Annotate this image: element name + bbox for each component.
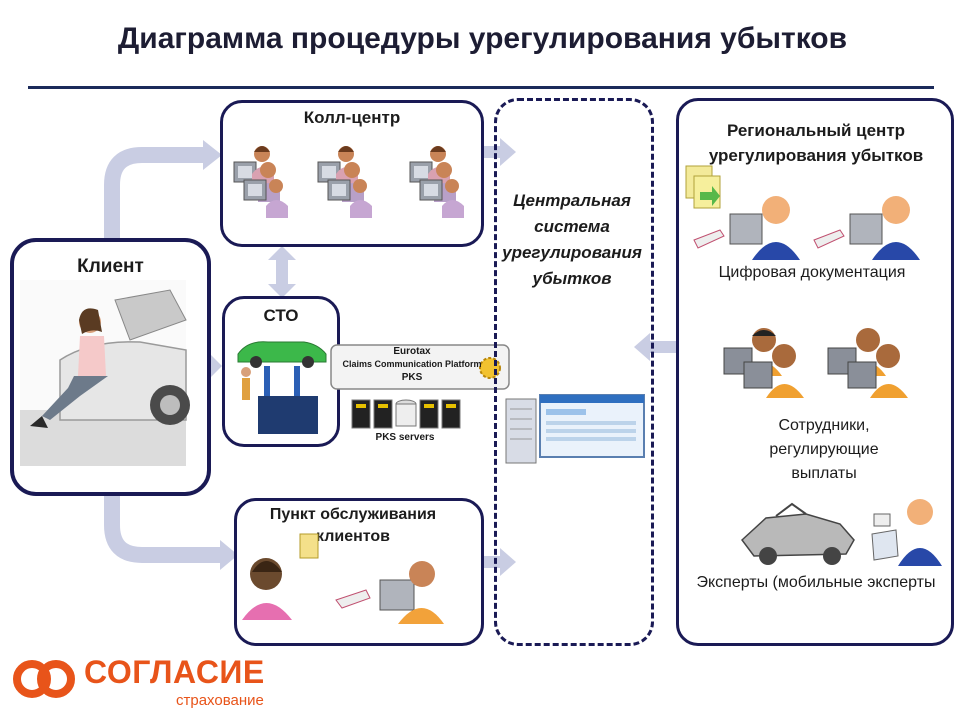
regional-center-label: Региональный центр урегулирования убытко… <box>678 118 954 168</box>
platform-pks: PKS <box>332 372 492 383</box>
service-point-people <box>238 528 448 628</box>
client-photo <box>20 280 186 466</box>
client-label: Клиент <box>10 256 211 278</box>
digital-docs-illustration <box>684 166 924 260</box>
sto-workshop <box>234 336 330 436</box>
logo-subtitle: страхование <box>176 692 264 709</box>
pks-servers-icon <box>350 396 470 432</box>
platform-subtitle: Claims Communication Platform <box>332 359 492 369</box>
soglasie-logo-icon <box>12 650 82 708</box>
central-system-box <box>494 98 654 646</box>
platform-name: Eurotax <box>332 346 492 357</box>
arrow-client-callcenter <box>112 155 205 245</box>
arrow-client-service <box>112 488 222 555</box>
central-system-screens <box>506 393 646 469</box>
sto-label: СТО <box>222 306 340 326</box>
arrow-callcenter-sto <box>276 258 288 286</box>
claims-staff-illustration <box>720 326 920 400</box>
logo-name: СОГЛАСИЕ <box>84 654 265 691</box>
experts-illustration <box>736 494 942 570</box>
digital-docs-label: Цифровая документация <box>684 264 940 282</box>
experts-label: Эксперты (мобильные эксперты <box>678 574 954 592</box>
call-center-label: Колл-центр <box>220 108 484 128</box>
central-system-label: Центральная система урегулирования убытк… <box>484 188 660 292</box>
call-center-operators <box>230 140 470 220</box>
claims-staff-label: Сотрудники, регулирующие выплаты <box>758 414 890 486</box>
pks-servers-label: PKS servers <box>350 432 460 443</box>
